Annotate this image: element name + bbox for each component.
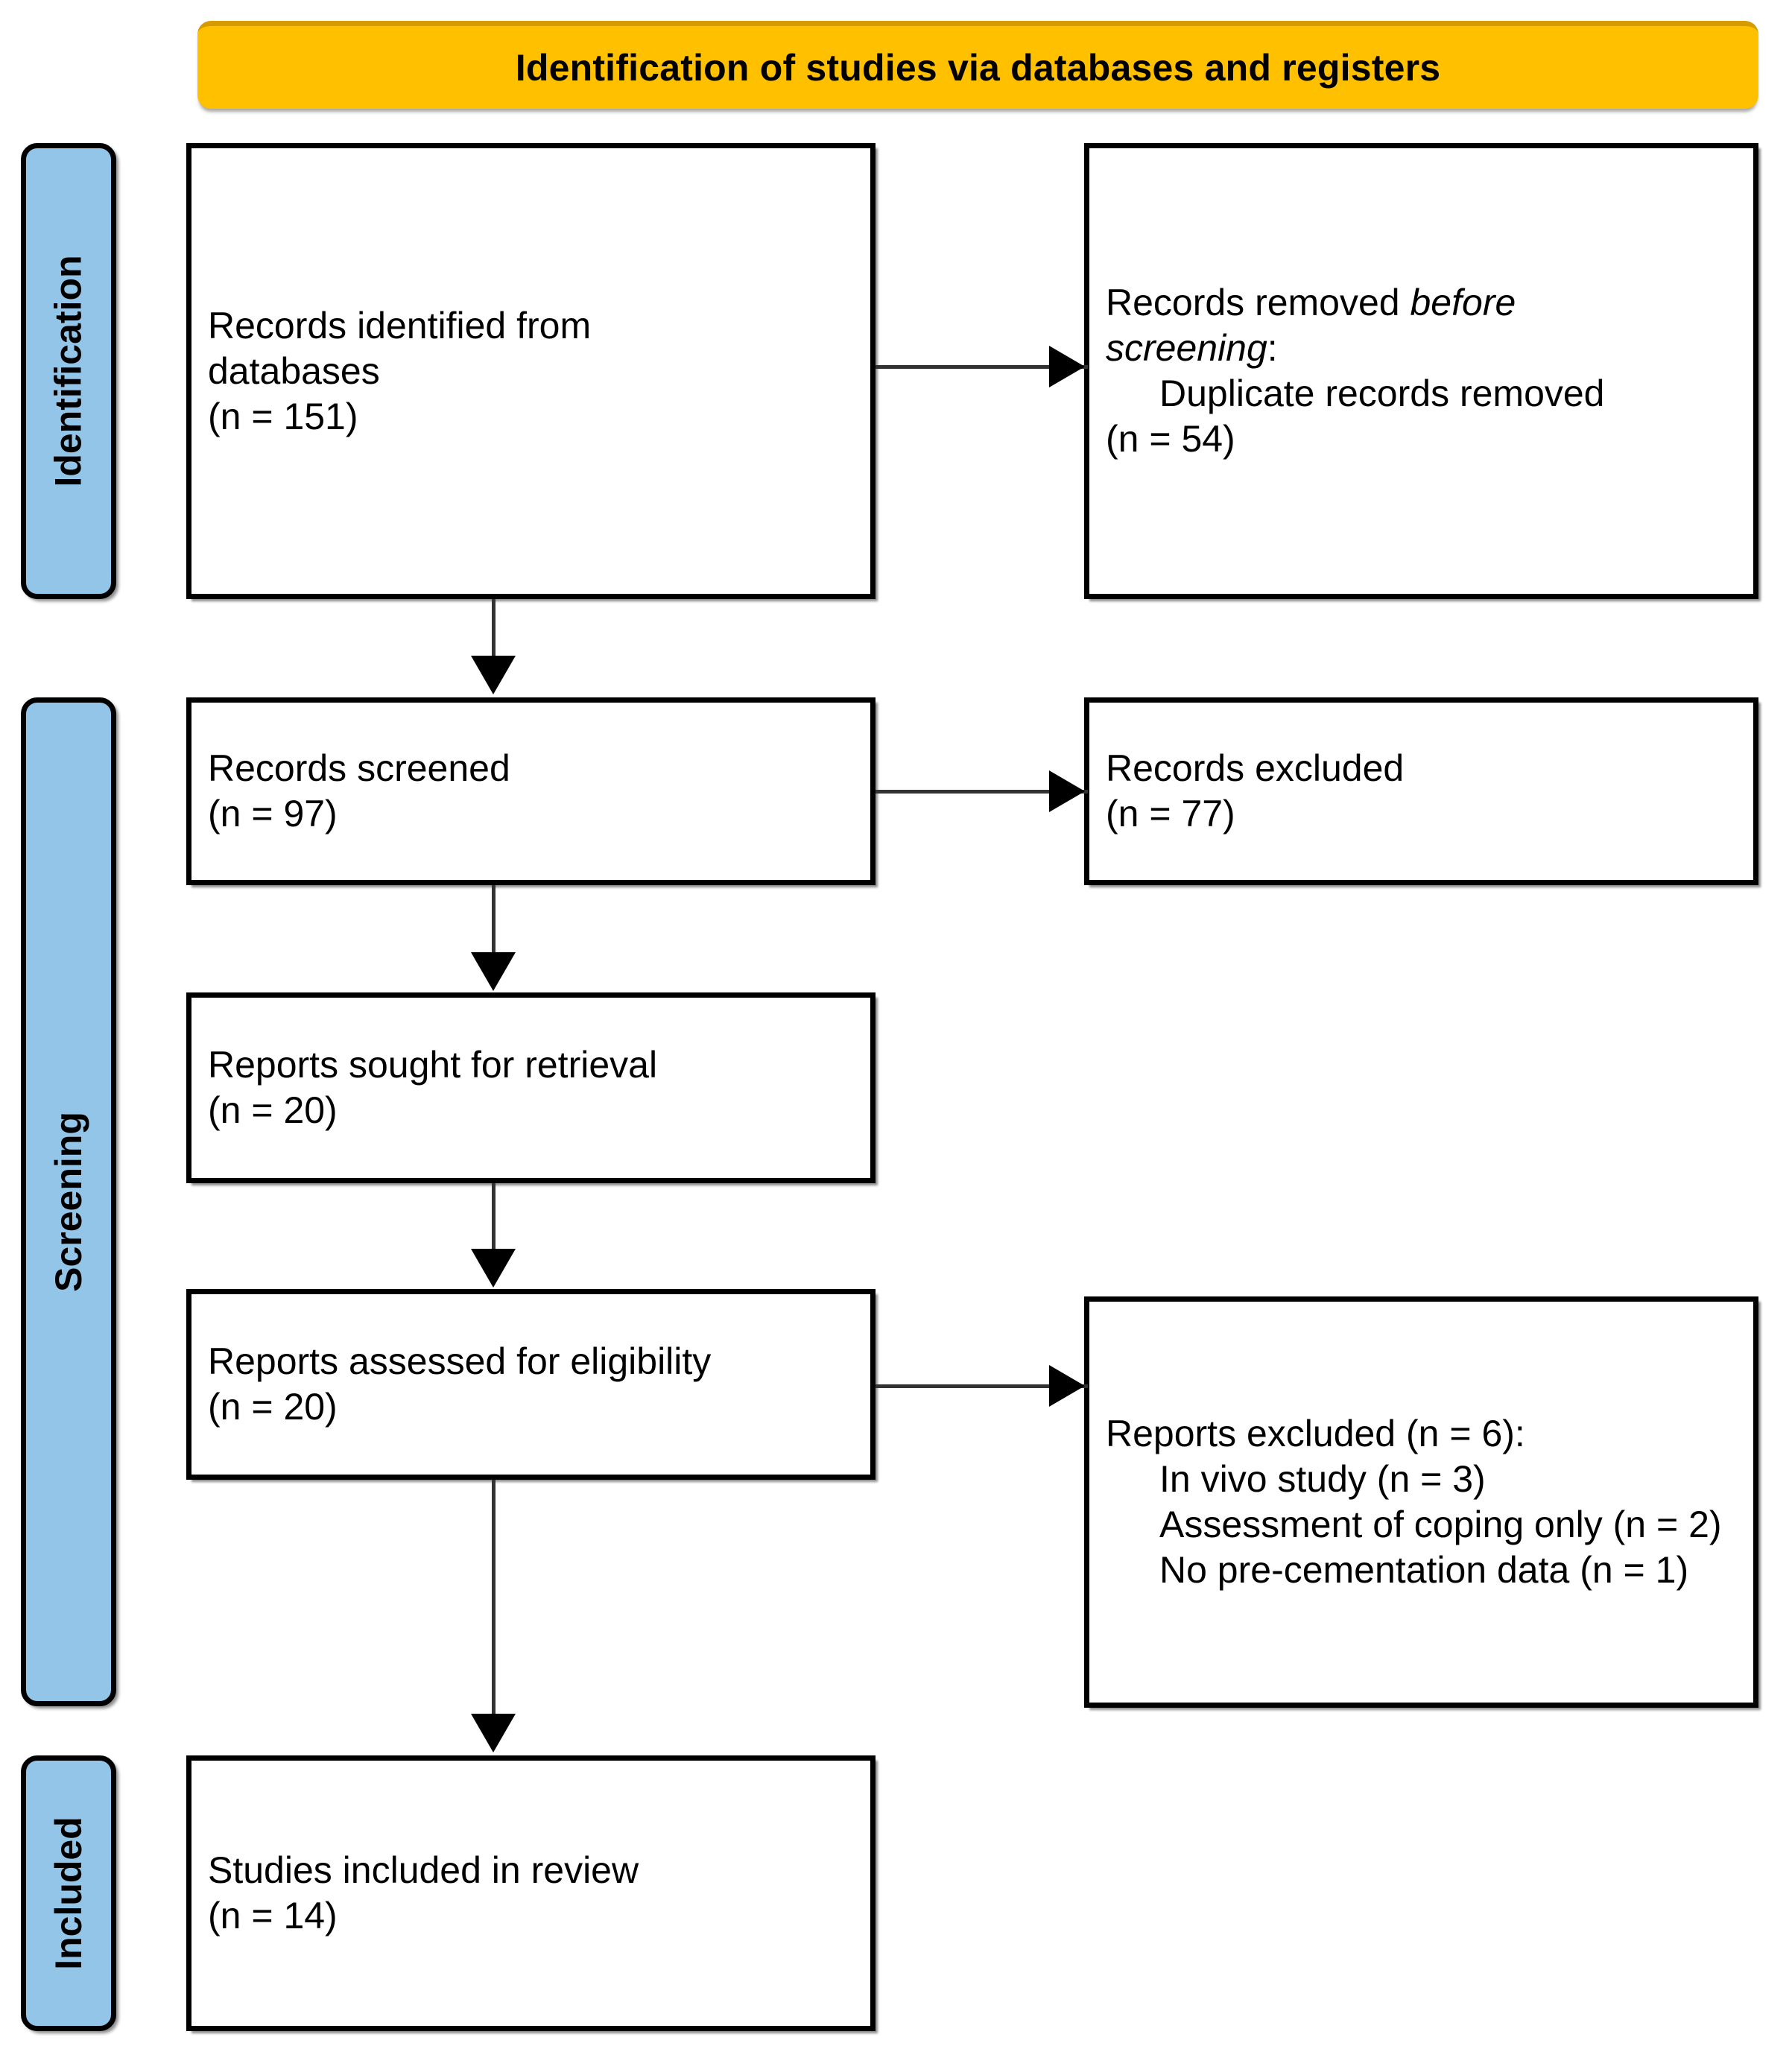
records-removed-line1-prefix: Records removed <box>1106 282 1411 323</box>
connector-identified-to-screened <box>492 599 496 662</box>
studies-included-count: (n = 14) <box>208 1895 338 1936</box>
studies-included-line1: Studies included in review <box>208 1849 639 1891</box>
connector-sought-to-assessed <box>492 1183 496 1250</box>
connector-identified-to-removed <box>876 365 1088 369</box>
records-removed-line1: Records removed before <box>1106 280 1737 326</box>
records-excluded-count: (n = 77) <box>1106 793 1235 835</box>
reports-sought-count: (n = 20) <box>208 1089 338 1131</box>
reports-excluded-reason: In vivo study (n = 3) <box>1159 1458 1486 1500</box>
records-removed-line1-italic: before <box>1410 282 1516 323</box>
records-identified-line1: Records identified from <box>208 304 592 346</box>
records-identified-line2: databases <box>208 349 380 392</box>
box-records-removed: Records removed before screening: Duplic… <box>1084 143 1758 599</box>
records-identified-count: (n = 151) <box>208 395 358 437</box>
connector-assessed-to-reports-excluded <box>876 1384 1088 1388</box>
box-records-identified: Records identified from databases (n = 1… <box>186 143 876 599</box>
connector-screened-to-sought <box>492 885 496 954</box>
box-reports-assessed: Reports assessed for eligibility (n = 20… <box>186 1289 876 1480</box>
arrow-right-icon <box>1049 346 1085 387</box>
stage-bar-included-label: Included <box>48 1817 90 1970</box>
diagram-header-banner: Identification of studies via databases … <box>197 21 1758 109</box>
arrow-right-icon <box>1049 1365 1085 1407</box>
reports-excluded-heading: Reports excluded (n = 6): <box>1106 1413 1525 1454</box>
arrow-down-icon <box>471 656 516 694</box>
stage-bar-identification-label: Identification <box>48 255 90 487</box>
connector-screened-to-records-excluded <box>876 790 1088 794</box>
records-removed-line2: screening: <box>1106 326 1737 371</box>
box-reports-sought: Reports sought for retrieval (n = 20) <box>186 992 876 1183</box>
arrow-right-icon <box>1049 770 1085 812</box>
stage-bar-screening: Screening <box>21 697 116 1706</box>
records-removed-line3: Duplicate records removed <box>1159 373 1605 414</box>
reports-excluded-reason: No pre-cementation data (n = 1) <box>1159 1549 1689 1591</box>
connector-assessed-to-included <box>492 1480 496 1718</box>
stage-bar-included: Included <box>21 1755 116 2031</box>
reports-sought-line1: Reports sought for retrieval <box>208 1044 658 1086</box>
box-reports-excluded: Reports excluded (n = 6): In vivo study … <box>1084 1296 1758 1708</box>
reports-assessed-count: (n = 20) <box>208 1386 338 1428</box>
records-removed-line2-italic: screening <box>1106 327 1267 369</box>
records-excluded-line1: Records excluded <box>1106 747 1405 789</box>
reports-excluded-reason: Assessment of coping only (n = 2) <box>1159 1504 1722 1545</box>
reports-assessed-line1: Reports assessed for eligibility <box>208 1340 712 1382</box>
arrow-down-icon <box>471 952 516 991</box>
records-screened-count: (n = 97) <box>208 793 338 835</box>
box-records-excluded: Records excluded (n = 77) <box>1084 697 1758 885</box>
stage-bar-identification: Identification <box>21 143 116 599</box>
arrow-down-icon <box>471 1714 516 1752</box>
box-studies-included: Studies included in review (n = 14) <box>186 1755 876 2031</box>
banner-title: Identification of studies via databases … <box>515 46 1441 89</box>
records-screened-line1: Records screened <box>208 747 510 789</box>
records-removed-line2-suffix: : <box>1267 327 1278 369</box>
stage-bar-screening-label: Screening <box>48 1112 89 1292</box>
box-records-screened: Records screened (n = 97) <box>186 697 876 885</box>
records-removed-count: (n = 54) <box>1106 418 1235 460</box>
arrow-down-icon <box>471 1249 516 1288</box>
